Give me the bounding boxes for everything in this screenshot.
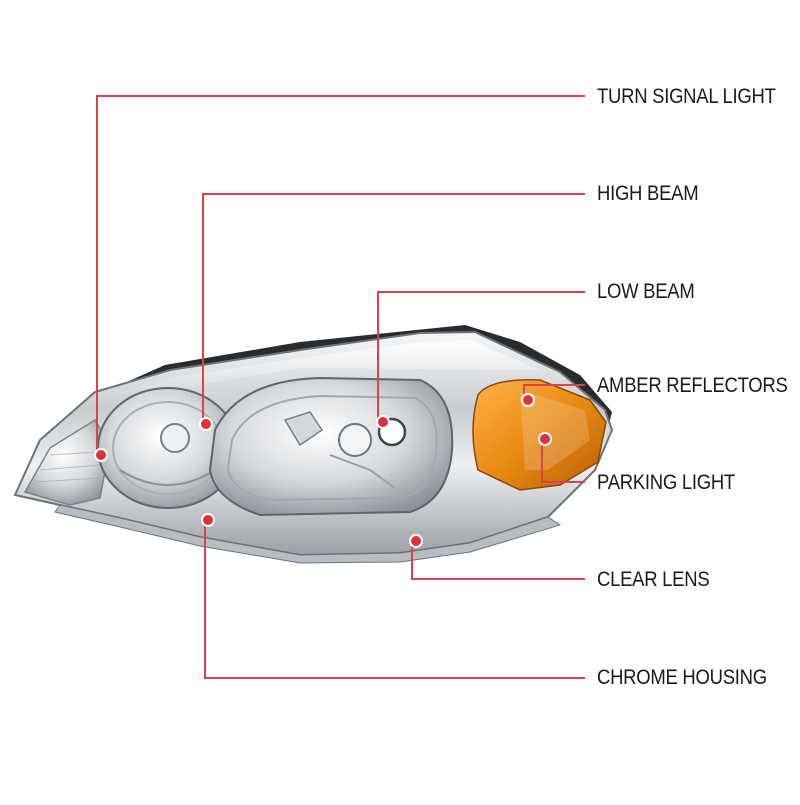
label-high-beam: HIGH BEAM <box>597 182 699 205</box>
marker-clear-lens <box>409 534 423 548</box>
label-low-beam: LOW BEAM <box>597 280 695 303</box>
label-clear-lens: CLEAR LENS <box>597 568 710 591</box>
marker-turn-signal <box>94 448 108 462</box>
marker-low-beam <box>376 415 390 429</box>
marker-chrome-housing <box>201 513 215 527</box>
low-beam-reflector <box>208 376 454 517</box>
label-chrome-housing: CHROME HOUSING <box>597 666 767 689</box>
label-parking-light: PARKING LIGHT <box>597 471 735 494</box>
label-amber-reflectors: AMBER REFLECTORS <box>597 374 788 397</box>
marker-high-beam <box>199 417 213 431</box>
marker-parking <box>538 432 552 446</box>
label-turn-signal-light: TURN SIGNAL LIGHT <box>597 85 776 108</box>
marker-amber <box>521 393 535 407</box>
